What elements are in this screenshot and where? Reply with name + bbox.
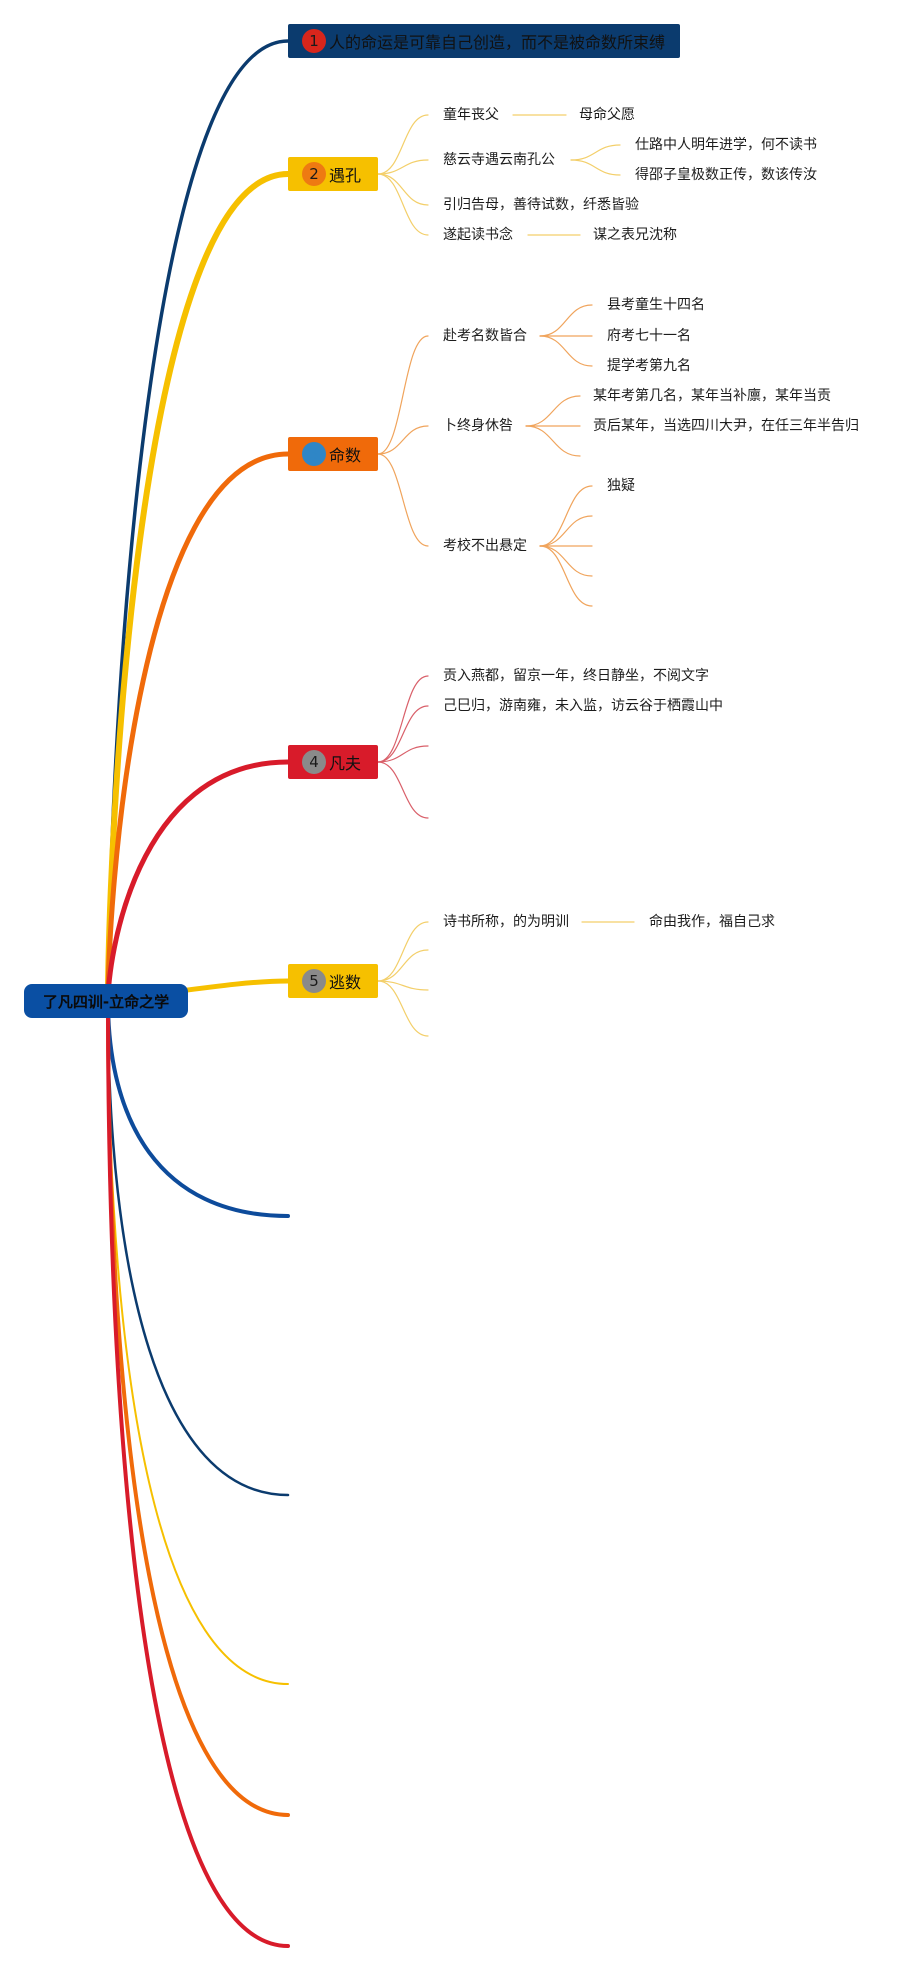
branch-label-2: 遇孔 <box>329 166 362 185</box>
b2-edge-2-0 <box>570 144 621 161</box>
root-edge-6 <box>106 998 290 1218</box>
b2-child-3[interactable]: 引归告母，善待试数，纤悉皆验 <box>443 197 639 213</box>
b3-edge-1 <box>377 425 429 455</box>
branch-node-3[interactable]: 3 命数 <box>288 437 378 471</box>
b2-child-2[interactable]: 慈云寺遇云南孔公 <box>443 152 555 168</box>
b5-edge-0 <box>377 921 429 982</box>
b3-grandchild-1-1[interactable]: 县考童生十四名 <box>607 297 705 313</box>
b3-edge-1-2 <box>539 335 593 367</box>
b4-edge-3 <box>377 761 429 819</box>
b3-edge-2 <box>377 453 429 547</box>
b5-edge-3 <box>377 980 429 1037</box>
b3-child-1[interactable]: 赴考名数皆合 <box>443 328 527 344</box>
b3-edge-1-0 <box>539 304 593 337</box>
badge-1: 1 <box>302 29 326 53</box>
b4-child-1[interactable]: 贡入燕都，留京一年，终日静坐，不阅文字 <box>443 668 709 684</box>
b3-grandchild-1-3[interactable]: 提学考第九名 <box>607 358 691 374</box>
branch-node-2[interactable]: 2 遇孔 <box>288 157 378 191</box>
b2-edge-1 <box>377 159 429 175</box>
badge-4: 4 <box>302 750 326 774</box>
branch-label-4: 凡夫 <box>329 754 362 773</box>
b3-edge-0 <box>377 335 429 455</box>
b3-edge-2-0 <box>525 395 581 427</box>
b2-edge-0 <box>377 114 429 175</box>
b5-edge-1 <box>377 949 429 982</box>
b2-child-4[interactable]: 遂起读书念 <box>443 227 513 243</box>
root-edge-7 <box>106 998 290 1497</box>
b3-child-2[interactable]: 卜终身休咎 <box>443 418 513 434</box>
branch-node-5[interactable]: 5 逃数 <box>288 964 378 998</box>
b5-edge-2 <box>377 980 429 991</box>
b3-grandchild-1-2[interactable]: 府考七十一名 <box>607 328 691 344</box>
b2-edge-3 <box>377 173 429 236</box>
root-edge-4 <box>105 759 291 1003</box>
badge-2: 2 <box>302 162 326 186</box>
branch-node-1[interactable]: 1 人的命运是可靠自己创造，而不是被命数所束缚 <box>288 24 680 58</box>
b4-edge-1 <box>377 705 429 763</box>
b3-edge-3-0 <box>539 485 593 547</box>
root-edge-3 <box>105 451 291 1003</box>
b3-grandchild-2-2[interactable]: 贡后某年，当选四川大尹，在任三年半告归 <box>593 418 859 434</box>
b4-child-2[interactable]: 己巳归，游南雍，未入监，访云谷于栖霞山中 <box>443 698 723 714</box>
b5-child-1[interactable]: 诗书所称，的为明训 <box>443 914 569 930</box>
branch-node-4[interactable]: 4 凡夫 <box>288 745 378 779</box>
branch-label-5: 逃数 <box>329 973 362 992</box>
b4-edge-0 <box>377 675 429 763</box>
branch-label-3: 命数 <box>329 446 362 465</box>
b4-edge-2 <box>377 745 429 763</box>
b2-grandchild-2-2[interactable]: 得邵子皇极数正传，数该传汝 <box>635 167 817 183</box>
b3-edge-3-4 <box>539 545 593 607</box>
badge-3: 3 <box>302 442 326 466</box>
root-label: 了凡四训-立命之学 <box>42 992 170 1011</box>
b3-grandchild-3-1[interactable]: 独疑 <box>607 478 635 494</box>
badge-5: 5 <box>302 969 326 993</box>
b2-grandchild-2-1[interactable]: 仕路中人明年进学，何不读书 <box>635 137 817 153</box>
b2-edge-2-1 <box>570 159 621 176</box>
b2-edge-2 <box>377 173 429 206</box>
b3-edge-3-1 <box>539 515 593 547</box>
b5-grandchild-1-1[interactable]: 命由我作，福自己求 <box>649 914 775 930</box>
branch-label-1: 人的命运是可靠自己创造，而不是被命数所束缚 <box>329 33 666 52</box>
b3-grandchild-2-1[interactable]: 某年考第几名，某年当补廪，某年当贡 <box>593 388 831 404</box>
root-node[interactable]: 了凡四训-立命之学 <box>24 984 188 1018</box>
b3-edge-3-3 <box>539 545 593 577</box>
b2-grandchild-4-1[interactable]: 谋之表兄沈称 <box>593 227 677 243</box>
b3-edge-2-2 <box>525 425 581 457</box>
b3-child-3[interactable]: 考校不出悬定 <box>443 538 527 554</box>
b2-child-1[interactable]: 童年丧父 <box>443 107 499 123</box>
root-edge-10 <box>106 998 290 1948</box>
b2-grandchild-1-1[interactable]: 母命父愿 <box>579 107 635 123</box>
